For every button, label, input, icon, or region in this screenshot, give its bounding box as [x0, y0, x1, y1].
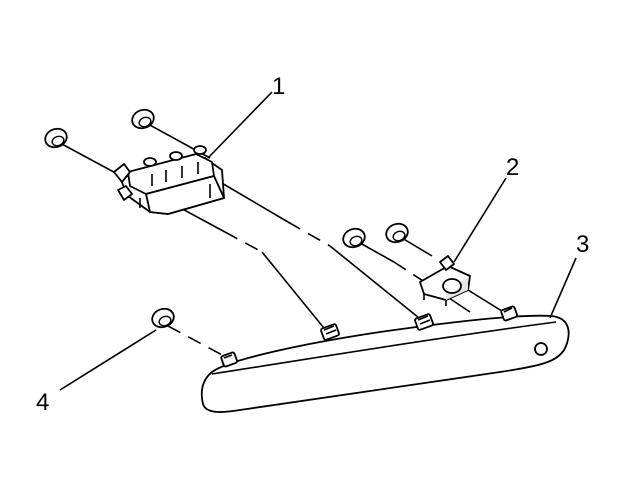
stud-left [320, 323, 340, 341]
clip-part-2 [419, 255, 471, 306]
nut-top-center [131, 108, 155, 130]
assembly-line-dashed [167, 325, 227, 358]
callout-3: 3 [576, 231, 589, 258]
callout-2: 2 [506, 154, 519, 181]
nut-top-left [44, 127, 68, 149]
nut-right-a [342, 227, 366, 249]
studs [220, 305, 518, 368]
assembly-line-dashed [393, 261, 441, 293]
nut-right-b [385, 222, 409, 244]
leader-2 [453, 177, 507, 263]
stud-right [500, 305, 518, 322]
leader-1 [207, 91, 273, 159]
assembly-lines [59, 123, 511, 358]
assembly-line [329, 245, 425, 323]
bar-part-3 [200, 314, 570, 413]
nut-lower-left [151, 307, 175, 329]
assembly-line [261, 251, 329, 334]
callout-4: 4 [36, 389, 49, 416]
assembly-line [359, 242, 395, 263]
assembly-line-dashed [224, 231, 263, 253]
assembly-line-dashed [287, 221, 331, 247]
bracket-part-1 [113, 145, 225, 215]
callout-1: 1 [272, 73, 285, 100]
leader-4 [59, 329, 157, 391]
stud-middle [414, 313, 434, 331]
leader-3 [549, 257, 577, 319]
assembly-line [219, 181, 289, 223]
assembly-line [401, 237, 433, 257]
nuts [44, 108, 409, 329]
stud-lower-left [220, 351, 238, 368]
callout-labels: 1 2 3 4 [36, 73, 589, 416]
callout-leaders [59, 91, 577, 391]
